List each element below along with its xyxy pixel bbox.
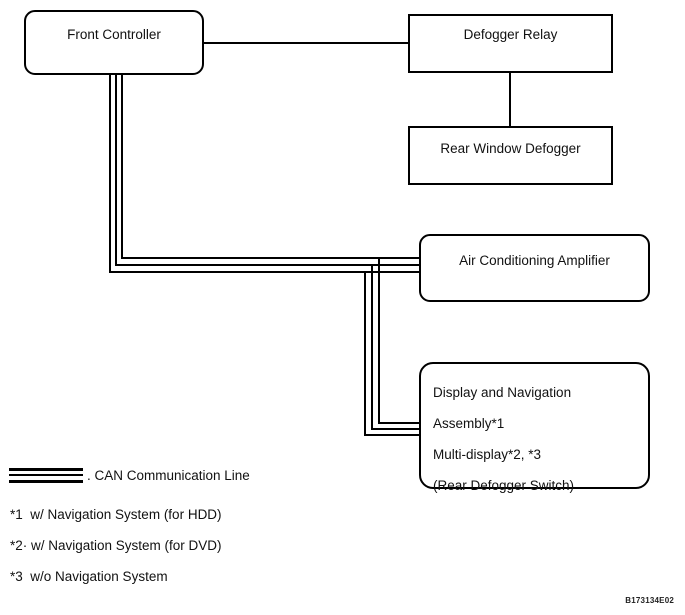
can-line-segment (371, 264, 373, 430)
wire-defogger-relay-to-rear-window-defogger (509, 72, 511, 127)
can-line-segment (378, 257, 380, 424)
footnote-3: *3 w/o Navigation System (10, 569, 168, 584)
wire-front-controller-to-defogger-relay (203, 42, 409, 44)
node-front-controller: Front Controller (24, 10, 204, 75)
node-label: Air Conditioning Amplifier (459, 253, 610, 268)
can-line-segment (371, 428, 420, 430)
can-line-segment (378, 422, 420, 424)
node-label: Front Controller (67, 27, 161, 42)
can-line-segment (115, 264, 420, 266)
figure-code: B173134E02 (625, 596, 674, 605)
node-label: Rear Window Defogger (440, 141, 581, 156)
can-line-segment (121, 74, 123, 259)
node-defogger-relay: Defogger Relay (408, 14, 613, 73)
node-air-conditioning-amplifier: Air Conditioning Amplifier (419, 234, 650, 302)
legend-sample-line (9, 468, 83, 471)
can-line-segment (121, 257, 420, 259)
footnote-1: *1 w/ Navigation System (for HDD) (10, 507, 222, 522)
can-line-segment (364, 271, 366, 436)
can-line-segment (109, 271, 420, 273)
node-label-line: Multi-display*2, *3 (433, 447, 542, 462)
can-line-segment (109, 74, 111, 273)
legend-label: . CAN Communication Line (87, 468, 250, 483)
can-line-segment (115, 74, 117, 266)
node-label: Defogger Relay (463, 27, 558, 42)
legend-sample-line (9, 480, 83, 483)
legend-sample-line (9, 474, 83, 476)
node-label-line: Display and Navigation Assembly*1 (433, 385, 572, 431)
can-line-segment (364, 434, 420, 436)
footnote-2: *2· w/ Navigation System (for DVD) (10, 538, 222, 553)
node-rear-window-defogger: Rear Window Defogger (408, 126, 613, 185)
node-display-navigation-assembly: Display and Navigation Assembly*1 Multi-… (419, 362, 650, 493)
node-label-line: (Rear Defogger Switch) (433, 478, 575, 493)
